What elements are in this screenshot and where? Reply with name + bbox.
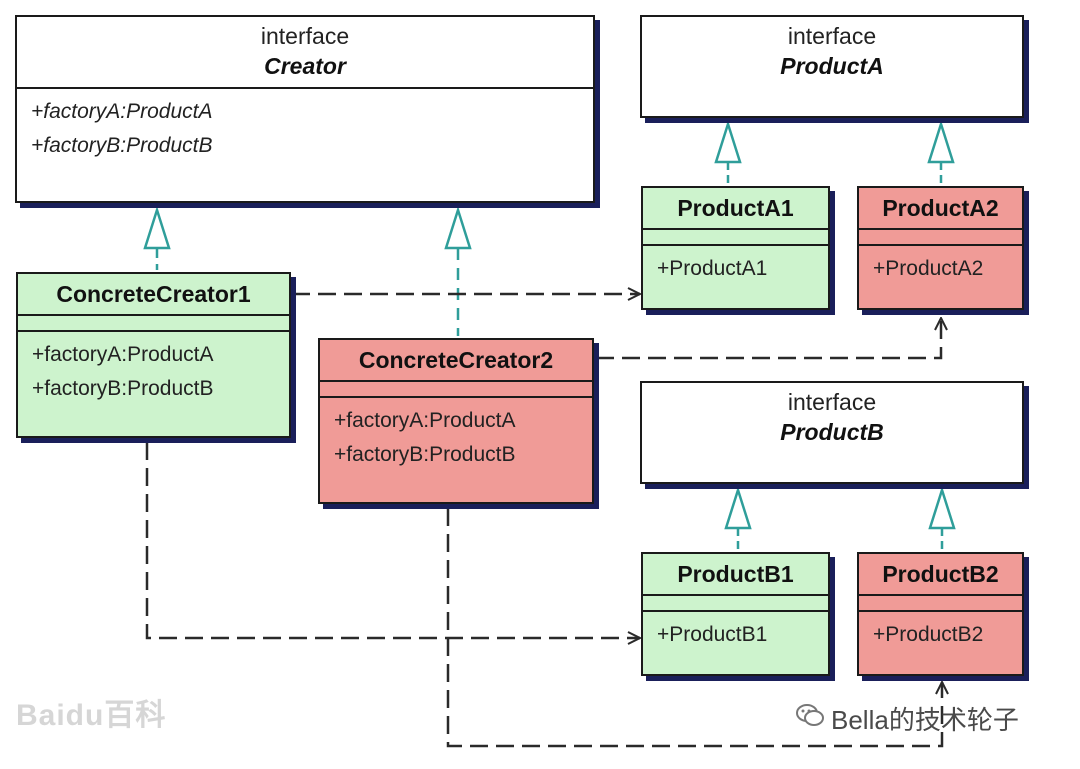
product-b2-op: +ProductB2: [873, 623, 984, 646]
product-b2-header: ProductB2: [859, 554, 1022, 596]
product-b1-attributes: [643, 596, 828, 612]
product-b1: ProductB1 +ProductB1: [641, 552, 830, 676]
realization-cc2-creator: [444, 205, 472, 336]
cc1-op-factory-b: +factoryB:ProductB: [32, 377, 214, 400]
product-b-name: ProductB: [780, 419, 884, 445]
creator-op-factory-b: +factoryB:ProductB: [31, 134, 213, 157]
creator-stereotype: interface: [260, 23, 350, 49]
cc1-op-factory-a: +factoryA:ProductA: [32, 343, 214, 366]
product-a-name: ProductA: [780, 53, 884, 79]
product-a2-operations: +ProductA2: [859, 246, 1022, 286]
product-a2-attributes: [859, 230, 1022, 246]
product-b2-attributes: [859, 596, 1022, 612]
product-a-header: interface ProductA: [642, 17, 1022, 81]
product-a2-name: ProductA2: [882, 195, 999, 221]
creator-name: Creator: [264, 53, 346, 79]
product-b1-header: ProductB1: [643, 554, 828, 596]
creator-operations: +factoryA:ProductA +factoryB:ProductB: [17, 89, 593, 163]
concrete-creator-1-operations: +factoryA:ProductA +factoryB:ProductB: [18, 332, 289, 406]
realization-b2-productb: [928, 485, 956, 552]
cc2-op-factory-a: +factoryA:ProductA: [334, 409, 516, 432]
concrete-creator-2-operations: +factoryA:ProductA +factoryB:ProductB: [320, 398, 592, 472]
realization-b1-productb: [724, 485, 752, 552]
dependency-cc2-a2: [596, 318, 941, 360]
product-b1-operations: +ProductB1: [643, 612, 828, 652]
concrete-creator-1: ConcreteCreator1 +factoryA:ProductA +fac…: [16, 272, 291, 438]
product-a1-name: ProductA1: [677, 195, 794, 221]
product-a2-op: +ProductA2: [873, 257, 984, 280]
realization-cc1-creator: [143, 205, 171, 270]
concrete-creator-2-attributes: [320, 382, 592, 398]
concrete-creator-1-name: ConcreteCreator1: [56, 281, 251, 307]
product-a2-header: ProductA2: [859, 188, 1022, 230]
product-b1-name: ProductB1: [677, 561, 794, 587]
creator-op-factory-a: +factoryA:ProductA: [31, 100, 213, 123]
product-b1-op: +ProductB1: [657, 623, 768, 646]
product-b-header: interface ProductB: [642, 383, 1022, 447]
product-b-stereotype: interface: [787, 389, 877, 415]
wechat-watermark: Bella的技术轮子: [795, 700, 1019, 737]
wechat-watermark-text: Bella的技术轮子: [831, 705, 1019, 735]
baidu-watermark: Baidu百科: [16, 699, 167, 732]
product-b2-operations: +ProductB2: [859, 612, 1022, 652]
product-a1: ProductA1 +ProductA1: [641, 186, 830, 310]
creator-header: interface Creator: [17, 17, 593, 89]
product-a1-header: ProductA1: [643, 188, 828, 230]
concrete-creator-1-attributes: [18, 316, 289, 332]
concrete-creator-2-header: ConcreteCreator2: [320, 340, 592, 382]
product-b-interface: interface ProductB: [640, 381, 1024, 484]
realization-a1-producta: [714, 119, 742, 186]
product-b2: ProductB2 +ProductB2: [857, 552, 1024, 676]
product-a-stereotype: interface: [787, 23, 877, 49]
product-b2-name: ProductB2: [882, 561, 999, 587]
cc2-op-factory-b: +factoryB:ProductB: [334, 443, 516, 466]
product-a1-attributes: [643, 230, 828, 246]
wechat-icon: [795, 702, 825, 735]
product-a2: ProductA2 +ProductA2: [857, 186, 1024, 310]
concrete-creator-1-header: ConcreteCreator1: [18, 274, 289, 316]
product-a1-op: +ProductA1: [657, 257, 768, 280]
concrete-creator-2: ConcreteCreator2 +factoryA:ProductA +fac…: [318, 338, 594, 504]
product-a1-operations: +ProductA1: [643, 246, 828, 286]
product-a-interface: interface ProductA: [640, 15, 1024, 118]
realization-a2-producta: [927, 119, 955, 186]
concrete-creator-2-name: ConcreteCreator2: [358, 347, 554, 373]
creator-interface: interface Creator +factoryA:ProductA +fa…: [15, 15, 595, 203]
